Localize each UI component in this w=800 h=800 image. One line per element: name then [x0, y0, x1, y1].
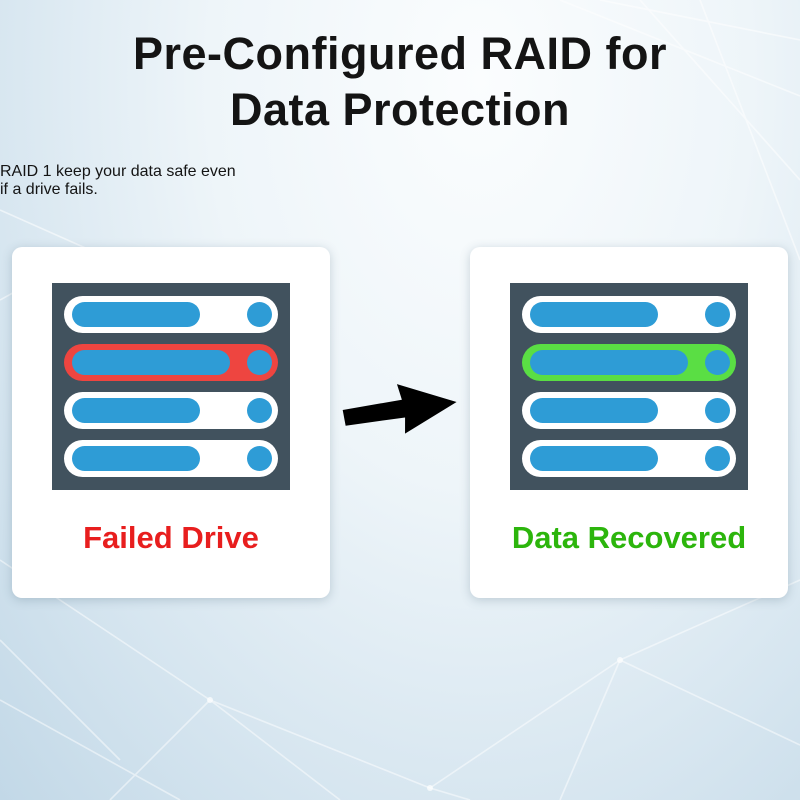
- drive-dot-icon: [705, 445, 730, 471]
- drive-bar: [530, 301, 658, 327]
- data-recovered-card: Data Recovered: [470, 246, 788, 598]
- drive-enclosure-recovered: [510, 282, 748, 490]
- page-title: Pre-Configured RAID for Data Protection: [0, 26, 800, 139]
- page-title-line2: Data Protection: [229, 84, 571, 136]
- drive-bay: [64, 295, 278, 333]
- page-subtitle-line2: if a drive fails.: [0, 180, 98, 198]
- page-subtitle-line1: RAID 1 keep your data safe even: [0, 162, 236, 180]
- drive-dot-icon: [705, 349, 730, 375]
- data-recovered-label: Data Recovered: [511, 519, 747, 555]
- drive-bar: [72, 349, 230, 375]
- transition-arrow: [339, 377, 461, 441]
- drive-bay: [522, 439, 736, 477]
- page-title-line1: Pre-Configured RAID for: [133, 28, 667, 79]
- failed-drive-card: Failed Drive: [12, 246, 330, 598]
- drive-enclosure-failed: [52, 282, 290, 490]
- drive-bar: [530, 445, 658, 471]
- drive-bay: [522, 391, 736, 429]
- arrow-right-icon: [342, 383, 457, 434]
- drive-bar: [530, 349, 688, 375]
- drive-bar: [72, 397, 200, 423]
- drive-bay: [64, 439, 278, 477]
- drive-dot-icon: [247, 301, 272, 327]
- drive-dot-icon: [247, 445, 272, 471]
- drive-dot-icon: [247, 397, 272, 423]
- drive-bay-recovered: [522, 343, 736, 381]
- comparison-row: Failed Drive: [0, 246, 800, 598]
- drive-dot-icon: [247, 349, 272, 375]
- drive-bar: [72, 301, 200, 327]
- drive-dot-icon: [705, 397, 730, 423]
- drive-bar: [530, 397, 658, 423]
- drive-bay: [64, 391, 278, 429]
- drive-bay: [522, 295, 736, 333]
- drive-dot-icon: [705, 301, 730, 327]
- failed-drive-label: Failed Drive: [83, 519, 259, 555]
- drive-bay-failed: [64, 343, 278, 381]
- drive-bar: [72, 445, 200, 471]
